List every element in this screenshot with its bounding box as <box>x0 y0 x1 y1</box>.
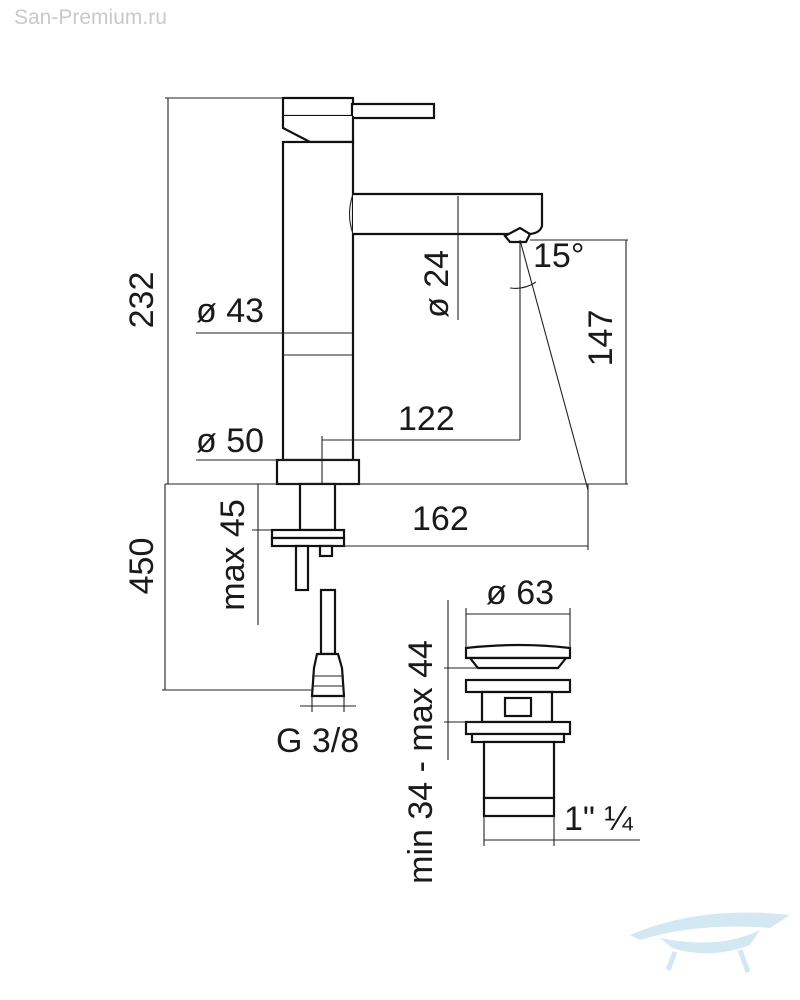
dim-spout-angle: 15° <box>533 237 584 275</box>
dim-body-diameter: ø 43 <box>196 292 264 330</box>
dim-drain-thread: 1" ¼ <box>564 800 633 838</box>
dim-reach: 122 <box>398 400 455 438</box>
dim-height-total: 232 <box>123 272 161 329</box>
dim-hose-connection: G 3/8 <box>276 722 359 760</box>
dim-base-diameter: ø 50 <box>196 422 264 460</box>
dim-spout-height: 147 <box>582 310 620 367</box>
drain-valve <box>464 643 572 818</box>
dim-spout-diameter: ø 24 <box>418 250 456 318</box>
dim-max-deck: max 45 <box>214 499 252 611</box>
watermark-text: San-Premium.ru <box>14 6 167 29</box>
bathtub-logo-icon <box>630 912 790 973</box>
dimension-lines <box>162 97 640 846</box>
dim-hose-length: 450 <box>123 538 161 595</box>
dim-drain-range: min 34 - max 44 <box>402 640 440 884</box>
under-deck-fixing <box>270 482 346 698</box>
faucet-body <box>275 96 544 486</box>
dim-reach-projection: 162 <box>412 500 469 538</box>
dim-drain-diameter: ø 63 <box>486 574 554 612</box>
